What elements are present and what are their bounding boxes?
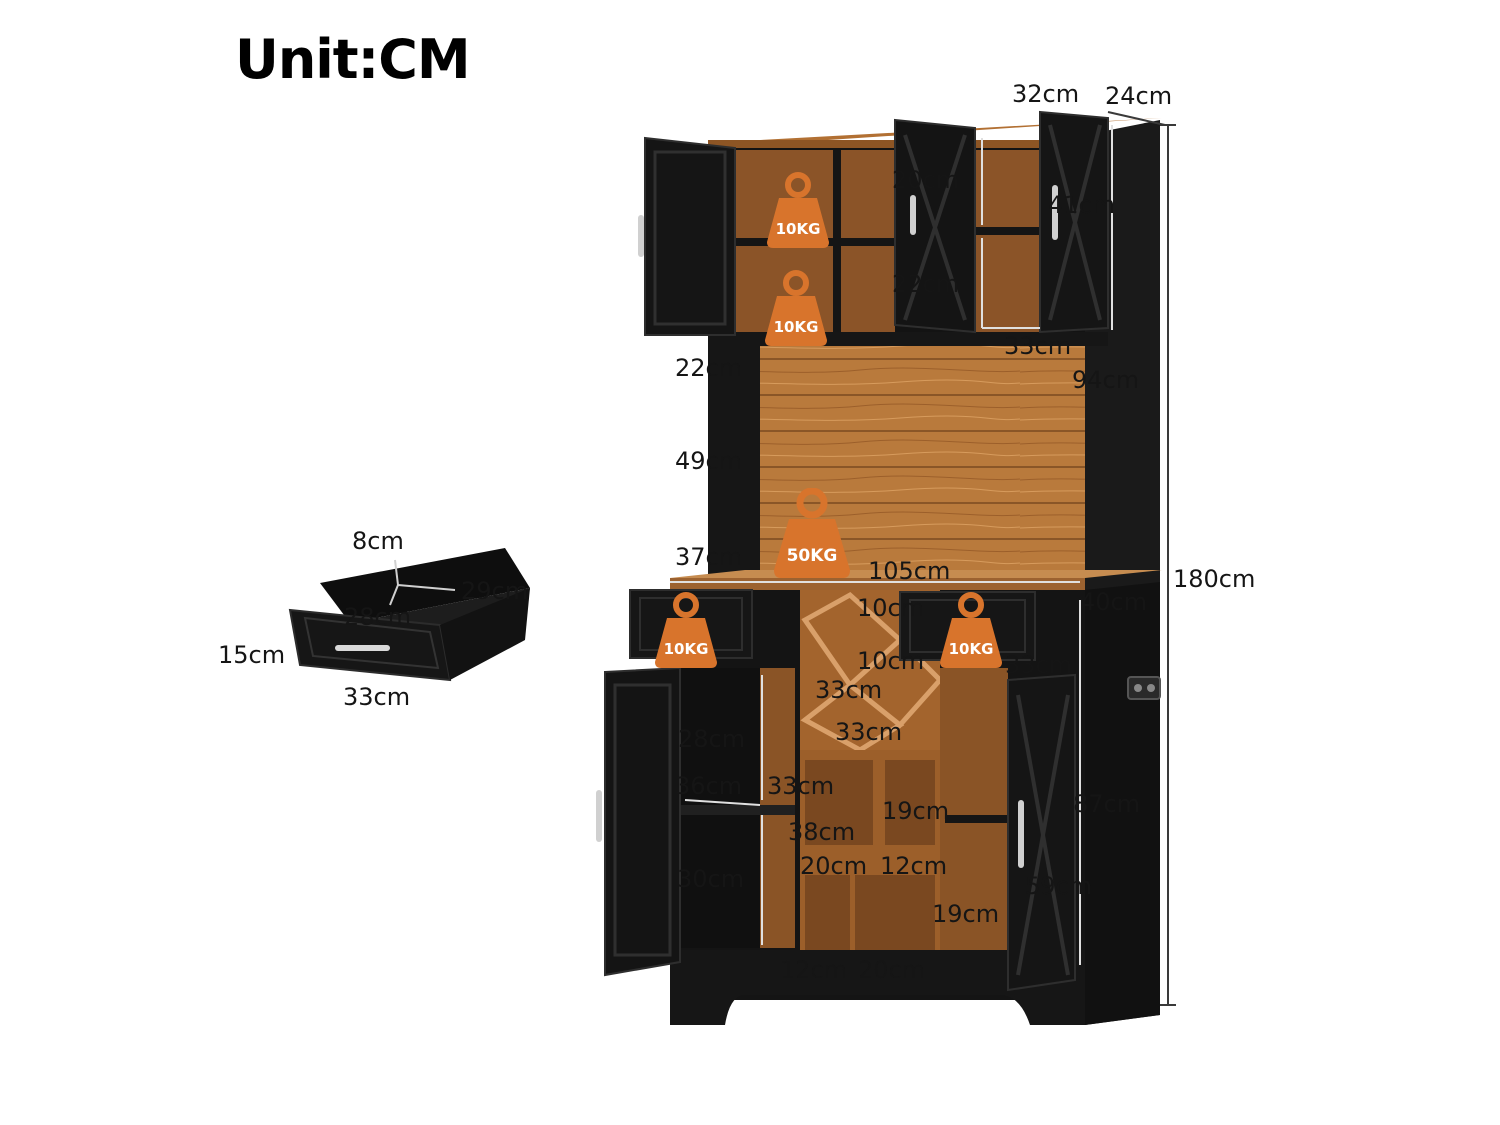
weight-label: 10KG: [773, 318, 819, 336]
unit-title: Unit:CM: [235, 28, 471, 91]
dim-base-height: 87cm: [1073, 790, 1141, 818]
dim-total-height: 180cm: [1173, 565, 1256, 593]
dim-drawer-width: 33cm: [343, 683, 411, 711]
dim-left-lower: 30cm: [677, 865, 745, 893]
dim-left-upper: 28cm: [678, 725, 746, 753]
weight-badge-shelf-lower: 10KG: [763, 270, 829, 348]
dim-drawer-height: 8cm: [352, 527, 404, 555]
dim-depth-side: 24cm: [1105, 82, 1173, 110]
dim-base-depth: 40cm: [1080, 588, 1148, 616]
dimension-lines: [670, 111, 1176, 1006]
dim-left-width: 33cm: [767, 772, 835, 800]
dim-hutch-gap: 22cm: [675, 354, 743, 382]
dim-right-shelf-width: 33cm: [1005, 651, 1073, 679]
dim-drawer-depth: 29cm: [461, 577, 529, 605]
dim-right-door: 59cm: [1025, 872, 1093, 900]
dim-drawer-inner: 28cm: [344, 603, 412, 631]
weight-icon: [774, 487, 850, 578]
dim-cube-w20: 20cm: [800, 852, 868, 880]
dim-bottom-20: 20cm: [858, 956, 926, 984]
weight-badge-shelf-upper: 10KG: [765, 172, 831, 250]
dim-upper-door: 41cm: [1048, 191, 1116, 219]
dim-wine-width-2: 33cm: [835, 718, 903, 746]
dim-depth-top: 32cm: [1012, 80, 1080, 108]
weight-label: 10KG: [775, 220, 821, 238]
weight-icon: [765, 270, 827, 346]
weight-badge-counter: 50KG: [772, 487, 852, 580]
dim-cube-depth: 38cm: [788, 818, 856, 846]
weight-icon: [655, 592, 717, 668]
dim-wine-width-1: 33cm: [815, 676, 883, 704]
weight-icon: [767, 172, 829, 248]
dim-wine-top: 10cm: [857, 594, 925, 622]
dim-wine-mid: 10cm: [857, 647, 925, 675]
dim-drawer-front: 15cm: [218, 641, 286, 669]
dim-cube-height: 19cm: [882, 797, 950, 825]
dim-hutch-height: 94cm: [1072, 366, 1140, 394]
dim-bottom-12: 12cm: [780, 956, 848, 984]
drawer-illustration: [288, 548, 530, 682]
dim-upper-shelf-low: 22cm: [892, 270, 960, 298]
weight-label: 50KG: [786, 546, 838, 566]
weight-badge-drawer-right: 10KG: [938, 592, 1004, 670]
cabinet-doors: [596, 110, 1109, 992]
dim-hutch-side: 37cm: [675, 543, 743, 571]
weight-badge-drawer-left: 10KG: [653, 592, 719, 670]
weight-label: 10KG: [948, 640, 994, 658]
dim-upper-width: 33cm: [1004, 332, 1072, 360]
dim-total-width: 105cm: [868, 557, 951, 585]
dim-cube-w12: 12cm: [880, 852, 948, 880]
weight-icon: [940, 592, 1002, 668]
weight-label: 10KG: [663, 640, 709, 658]
dim-upper-shelf-high: 20cm: [892, 166, 960, 194]
dim-left-depth: 36cm: [675, 772, 743, 800]
dim-cube-height-2: 19cm: [932, 900, 1000, 928]
dim-hutch-mid: 49cm: [675, 447, 743, 475]
